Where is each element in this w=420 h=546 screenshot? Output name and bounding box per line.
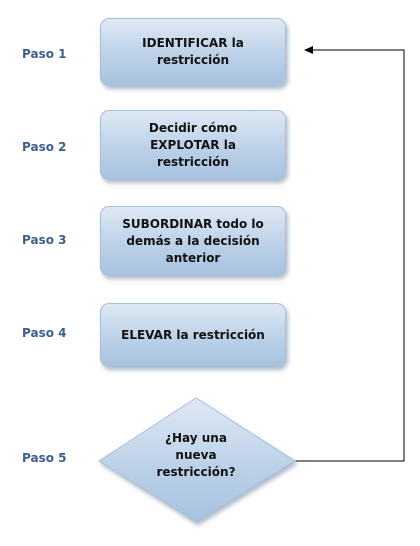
step-box-3: SUBORDINAR todo lo demás a la decisión a…	[100, 206, 286, 276]
step-label-1: Paso 1	[22, 47, 67, 61]
step-text-4: ELEVAR la restricción	[121, 327, 265, 342]
step-label-3: Paso 3	[22, 233, 67, 247]
step-text-1: IDENTIFICAR la restricción	[142, 36, 244, 67]
step-text-2: Decidir cómo EXPLOTAR la restricción	[148, 120, 238, 169]
decision-text: ¿Hay una nueva restricción?	[156, 431, 236, 479]
loop-line	[295, 49, 405, 462]
step-text-3: SUBORDINAR todo lo demás a la decisión a…	[122, 216, 264, 265]
step-label-2: Paso 2	[22, 140, 67, 154]
step-box-2: Decidir cómo EXPLOTAR la restricción	[100, 110, 286, 180]
decision-diamond	[98, 397, 296, 523]
step-label-5: Paso 5	[22, 451, 67, 465]
step-label-4: Paso 4	[22, 326, 67, 340]
loop-arrowhead-icon	[304, 46, 313, 54]
step-box-1: IDENTIFICAR la restricción	[100, 18, 286, 86]
step-box-4: ELEVAR la restricción	[100, 303, 286, 367]
